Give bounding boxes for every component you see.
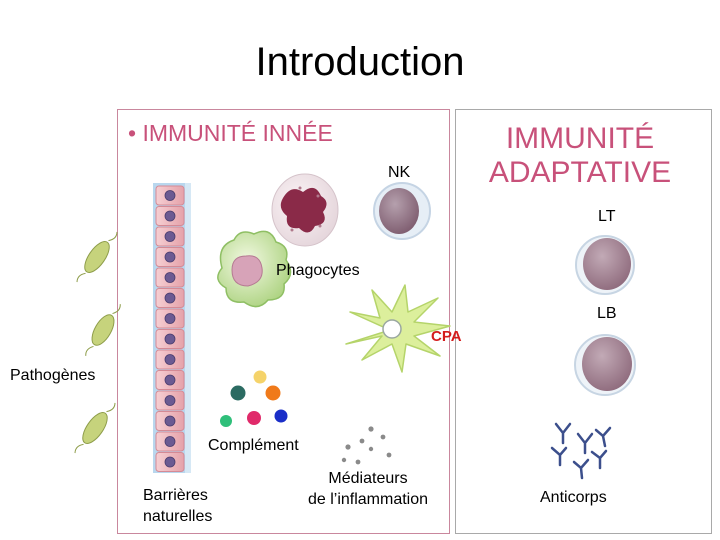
epithelial-cell-nucleus	[164, 374, 176, 386]
epithelial-cell-nucleus	[164, 395, 176, 406]
epithelial-cell-nucleus	[164, 251, 176, 263]
macrophage-cell-icon	[217, 230, 292, 308]
epithelial-barrier-illustration	[153, 183, 191, 473]
adaptive-heading-line2: ADAPTATIVE	[488, 156, 672, 189]
barriers-line2: naturelles	[143, 508, 213, 525]
mediators-line2: de l’inflammation	[307, 491, 429, 508]
adaptive-immunity-heading: IMMUNITÉ ADAPTATIVE	[470, 122, 690, 190]
cpa-label: CPA	[431, 328, 462, 345]
epithelial-cell-nucleus	[164, 313, 176, 324]
inflammation-mediators-icon	[341, 426, 392, 465]
antibodies-label: Anticorps	[540, 489, 607, 506]
antibodies-icon	[550, 422, 612, 480]
inflammation-mediators-label: Médiateurs de l’inflammation	[297, 468, 439, 510]
epithelial-cell-nucleus	[164, 292, 176, 304]
innate-immunity-panel	[117, 109, 450, 534]
phagocytes-label: Phagocytes	[276, 262, 360, 279]
complement-label: Complément	[208, 437, 299, 454]
neutrophil-cell-icon	[271, 173, 339, 247]
natural-barriers-label: Barrières naturelles	[143, 485, 212, 527]
barriers-line1: Barrières	[143, 487, 208, 504]
page-title: Introduction	[255, 40, 465, 84]
innate-immunity-heading: • IMMUNITÉ INNÉE	[128, 120, 333, 146]
adaptive-immunity-panel	[455, 109, 712, 534]
epithelial-cell-nucleus	[164, 456, 176, 468]
epithelial-cell-nucleus	[164, 272, 176, 283]
epithelial-cell-nucleus	[164, 333, 176, 345]
epithelial-cell-nucleus	[164, 210, 176, 222]
epithelial-cell-nucleus	[164, 436, 176, 447]
mediators-line1: Médiateurs	[328, 470, 408, 487]
t-lymphocyte-icon	[575, 235, 635, 295]
complement-proteins-icon	[220, 370, 288, 427]
epithelial-cell-nucleus	[164, 415, 176, 427]
pathogen-bacteria-icons	[74, 231, 121, 454]
epithelial-cell-nucleus	[164, 231, 176, 242]
epithelial-cell-nucleus	[164, 190, 176, 201]
adaptive-heading-line1: IMMUNITÉ	[505, 122, 655, 155]
lb-label: LB	[597, 305, 617, 322]
nk-cell-icon	[373, 182, 431, 240]
lt-label: LT	[598, 208, 616, 225]
nk-label: NK	[388, 164, 411, 181]
epithelial-cell-nucleus	[164, 354, 176, 365]
b-lymphocyte-icon	[574, 334, 636, 396]
dendritic-cell-icon	[345, 284, 451, 373]
pathogens-label: Pathogènes	[10, 367, 96, 384]
